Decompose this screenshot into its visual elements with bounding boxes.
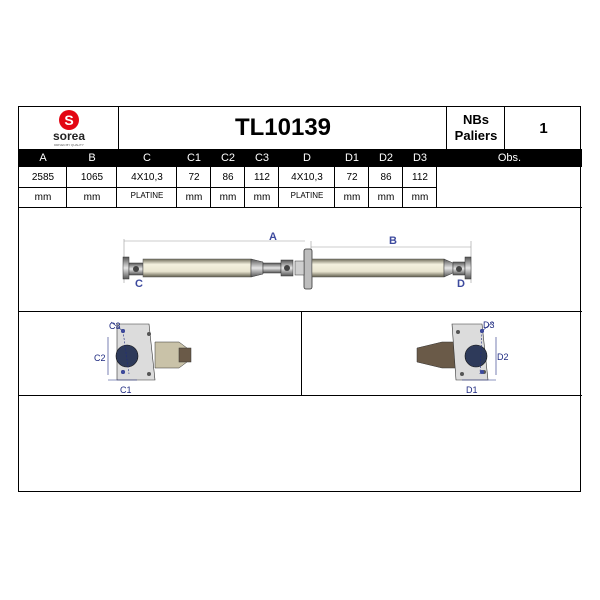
unit-d2: mm <box>377 191 395 203</box>
center-ujoint-icon <box>284 265 290 271</box>
rear-tube <box>311 258 445 278</box>
nbs-paliers-label: NBs Paliers <box>447 107 505 149</box>
flange-d-detail: D3 D2 D1 <box>416 320 509 395</box>
front-tube <box>142 258 252 278</box>
col-header-c: C <box>143 152 151 164</box>
unit-c3: mm <box>253 191 271 203</box>
unit-d1: mm <box>343 191 361 203</box>
divider <box>19 311 582 312</box>
nbs-label-line1: NBs <box>462 112 489 127</box>
slip-spline <box>262 262 282 274</box>
divider <box>116 167 117 207</box>
value-d2: 86 <box>380 171 392 183</box>
brand-name: sorea <box>53 129 85 143</box>
left-ujoint-icon <box>133 266 139 272</box>
svg-text:S: S <box>64 112 73 128</box>
dimension-a-label: A <box>269 231 277 243</box>
col-header-d: D <box>303 152 311 164</box>
nbs-label-line2: Paliers <box>454 128 498 143</box>
center-bearing <box>303 248 313 290</box>
dimension-b-label: B <box>389 235 397 247</box>
end-c-label: C <box>135 278 143 290</box>
divider <box>244 167 245 207</box>
value-c: 4X10,3 <box>131 171 163 183</box>
right-flange-plate <box>464 256 472 280</box>
unit-d: PLATINE <box>290 190 324 200</box>
part-number-title: TL10139 <box>234 114 332 141</box>
col-header-c1: C1 <box>186 152 202 164</box>
value-c3: 112 <box>254 171 270 183</box>
flange-c1-label: C1 <box>120 385 132 395</box>
divider <box>446 107 447 149</box>
left-flange-plate <box>122 256 130 280</box>
nbs-paliers-value: 1 <box>539 119 548 137</box>
flange-c-detail: C3 C2 C1 <box>94 321 192 395</box>
sorea-logo-icon: S sorea DRIVEN BY QUALITY <box>53 110 85 147</box>
col-header-c3: C3 <box>254 152 270 164</box>
divider <box>19 395 582 396</box>
divider <box>19 207 582 208</box>
value-d3: 112 <box>412 171 428 183</box>
divider <box>368 167 369 207</box>
flange-d2-label: D2 <box>497 352 509 362</box>
flange-c-bore-icon <box>115 344 139 368</box>
product-sheet: S sorea DRIVEN BY QUALITY TL10139 NBs Pa… <box>18 106 582 492</box>
driveshaft-diagram: A B C D <box>122 231 472 290</box>
value-a: 2585 <box>31 171 55 183</box>
col-header-d1: D1 <box>344 152 360 164</box>
divider <box>118 107 119 149</box>
divider <box>210 167 211 207</box>
col-header-obs: Obs. <box>497 152 522 164</box>
value-c2: 86 <box>222 171 234 183</box>
value-d: 4X10,3 <box>291 171 323 183</box>
divider <box>334 167 335 207</box>
col-header-a: A <box>39 152 47 164</box>
value-c1: 72 <box>188 171 200 183</box>
col-header-d2: D2 <box>378 152 394 164</box>
unit-d3: mm <box>411 191 429 203</box>
divider <box>504 107 505 149</box>
brand-logo: S sorea DRIVEN BY QUALITY <box>19 107 119 149</box>
divider <box>402 167 403 207</box>
unit-c1: mm <box>185 191 203 203</box>
flange-c3-label: C3 <box>109 321 121 331</box>
table-header-bar <box>19 149 582 167</box>
flange-d-bore-icon <box>464 344 488 368</box>
value-d1: 72 <box>346 171 358 183</box>
divider <box>301 311 302 395</box>
divider <box>66 167 67 207</box>
divider <box>176 167 177 207</box>
divider <box>436 167 437 207</box>
col-header-c2: C2 <box>220 152 236 164</box>
unit-b: mm <box>83 191 101 203</box>
unit-c2: mm <box>219 191 237 203</box>
flange-d1-label: D1 <box>466 385 478 395</box>
brand-tagline: DRIVEN BY QUALITY <box>54 143 84 147</box>
right-ujoint-icon <box>456 266 462 272</box>
col-header-d3: D3 <box>412 152 428 164</box>
divider <box>19 187 437 188</box>
unit-a: mm <box>34 191 52 203</box>
unit-c: PLATINE <box>130 190 164 200</box>
flange-d3-label: D3 <box>483 320 495 330</box>
flange-c2-label: C2 <box>94 353 106 363</box>
divider <box>278 167 279 207</box>
divider <box>19 149 582 150</box>
end-d-label: D <box>457 278 465 290</box>
value-b: 1065 <box>80 171 104 183</box>
col-header-b: B <box>88 152 96 164</box>
